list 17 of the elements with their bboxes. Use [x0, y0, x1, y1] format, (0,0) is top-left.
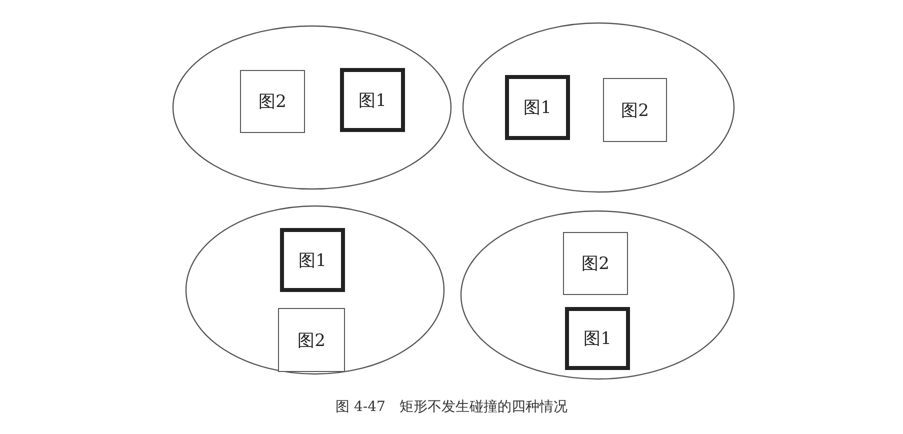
rectangle [563, 232, 628, 295]
figure-label: 图1 [358, 90, 386, 112]
rectangle [240, 70, 305, 133]
figure-label: 图2 [298, 330, 326, 352]
bold-rectangle [505, 75, 570, 140]
figure-label: 图1 [524, 97, 552, 119]
figure-label: 图1 [584, 328, 612, 350]
figure-label: 图2 [582, 253, 610, 275]
figure-label: 图1 [298, 250, 326, 272]
bold-rectangle [565, 307, 630, 370]
figure-label: 图2 [258, 91, 286, 113]
rectangle [278, 308, 345, 372]
rectangle [603, 78, 667, 142]
figure-caption: 图 4-47 矩形不发生碰撞的四种情况 [334, 398, 568, 416]
bold-rectangle [340, 68, 405, 132]
figure-label: 图2 [621, 100, 649, 122]
bold-rectangle [280, 228, 345, 292]
